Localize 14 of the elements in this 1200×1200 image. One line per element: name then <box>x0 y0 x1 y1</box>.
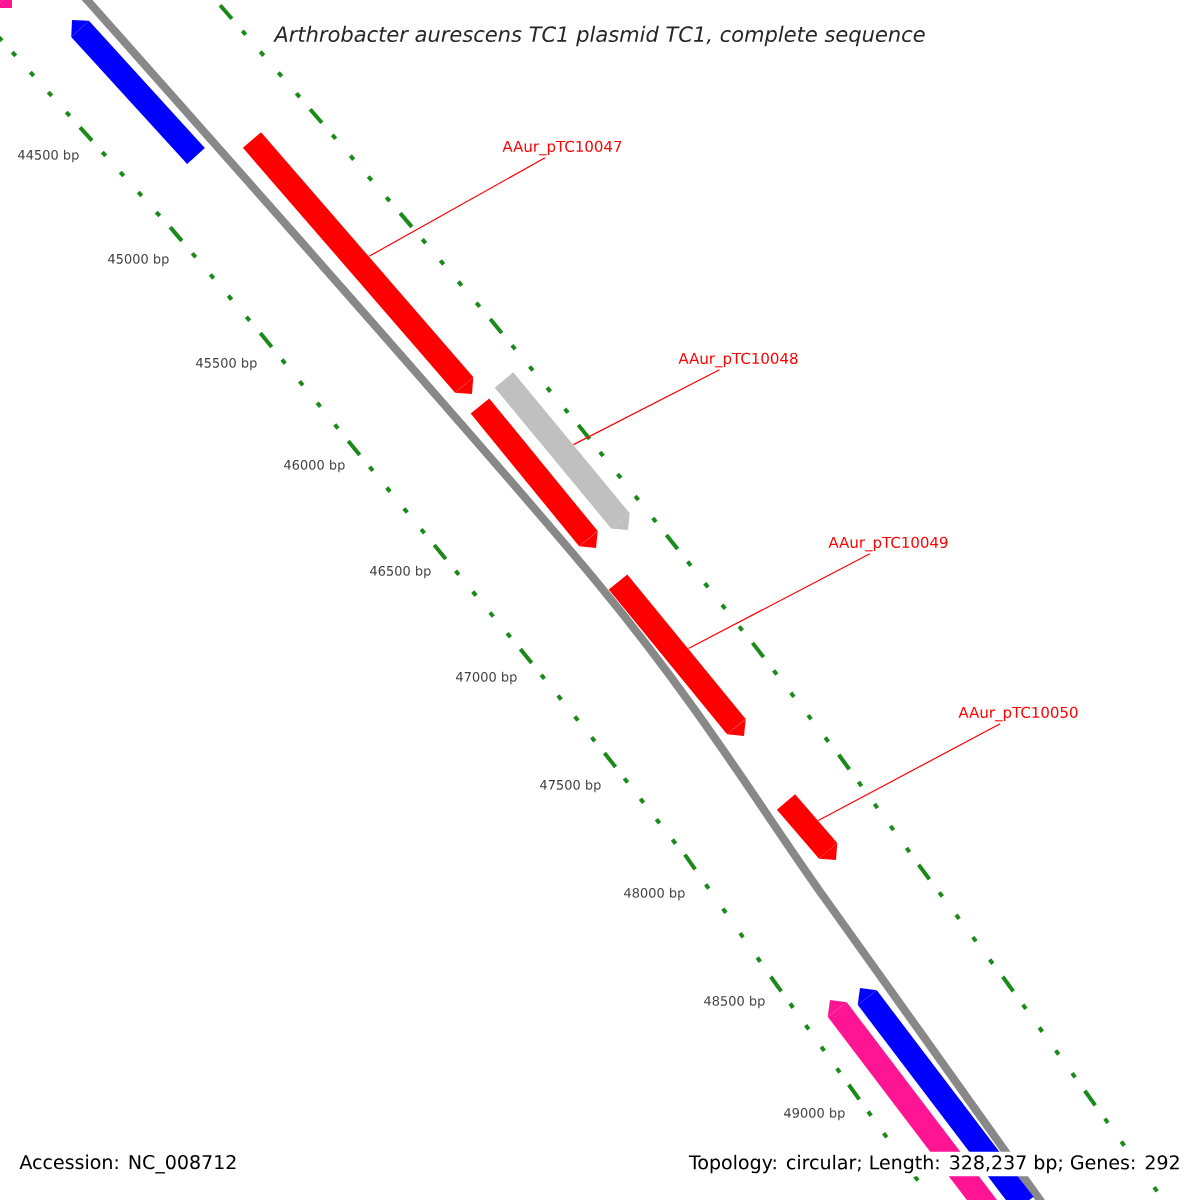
leader-line <box>368 157 546 257</box>
gene-bar <box>857 988 1034 1200</box>
gene-bar <box>494 372 630 530</box>
gene-bar <box>470 398 598 548</box>
gene-bar <box>242 132 474 394</box>
footer-text: Topology: circular; Length: 328,237 bp; Genes: 292 <box>685 1151 1184 1177</box>
leader-line <box>572 369 721 446</box>
gene-bar <box>776 794 838 860</box>
footer-text: Accession: NC_008712 <box>16 1151 241 1177</box>
title: Arthrobacter aurescens TC1 plasmid TC1, complete sequence <box>273 25 925 47</box>
gene-bar <box>0 0 12 8</box>
leader-line <box>817 723 1001 822</box>
leader-line <box>687 553 871 650</box>
gene-bar <box>608 574 746 736</box>
